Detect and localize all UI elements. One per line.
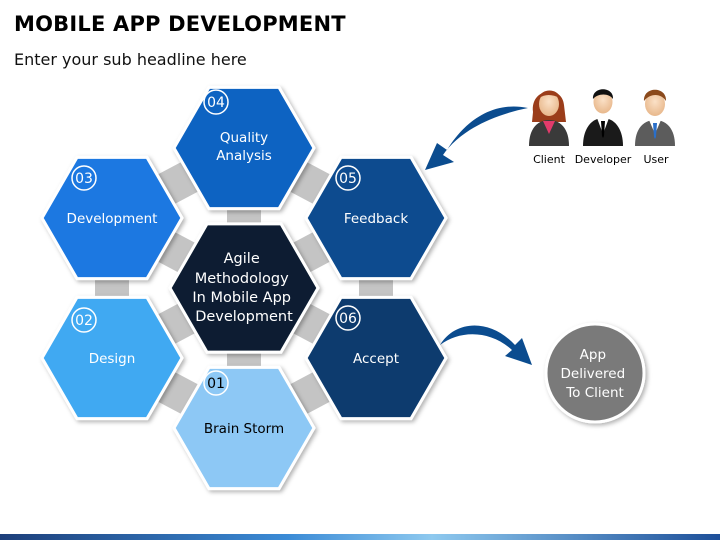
result-text: App Delivered To Client [561,347,630,401]
client-label: Client [533,153,566,166]
center-text: Agile Methodology In Mobile App Developm… [192,251,295,325]
hexagon-shape [40,295,184,421]
step-label: Feedback [344,211,408,227]
step-number: 01 [207,376,225,392]
step-number: 06 [339,311,357,327]
center-hexagon-shape [168,222,320,354]
step-label: Design [89,351,136,367]
center-hexagon: Agile Methodology In Mobile App Developm… [168,222,320,354]
people-group: Client Developer User [529,89,675,166]
step-label: Brain Storm [204,421,284,437]
app-delivered-circle: App Delivered To Client [544,322,646,424]
step-number: 05 [339,171,357,187]
step-number: 02 [75,313,93,329]
step-number: 03 [75,171,93,187]
step-number-ring [71,307,97,333]
page-subtitle: Enter your sub headline here [14,50,247,69]
step-number-ring [203,89,229,115]
step-label: Quality [220,130,268,146]
step-number-ring [203,370,229,396]
curved-arrow-to-result [440,325,532,365]
curved-arrow-to-feedback [425,106,528,170]
developer-label: Developer [575,153,632,166]
step-label: Development [67,211,158,227]
woman-icon [529,90,569,146]
step-number-ring [71,165,97,191]
step-number-ring [335,165,361,191]
step-number-ring [335,305,361,331]
man-suit-icon [583,89,623,146]
user-label: User [643,153,669,166]
step-label: Analysis [216,148,272,164]
bottom-accent-bar [0,534,720,540]
page-title: MOBILE APP DEVELOPMENT [14,12,346,36]
result-circle-shape [544,322,646,424]
man-icon [635,89,675,146]
hexagon-shape [172,85,316,211]
step-label: Accept [353,351,399,367]
step-number: 04 [207,95,225,111]
hexagon-shape [172,365,316,491]
